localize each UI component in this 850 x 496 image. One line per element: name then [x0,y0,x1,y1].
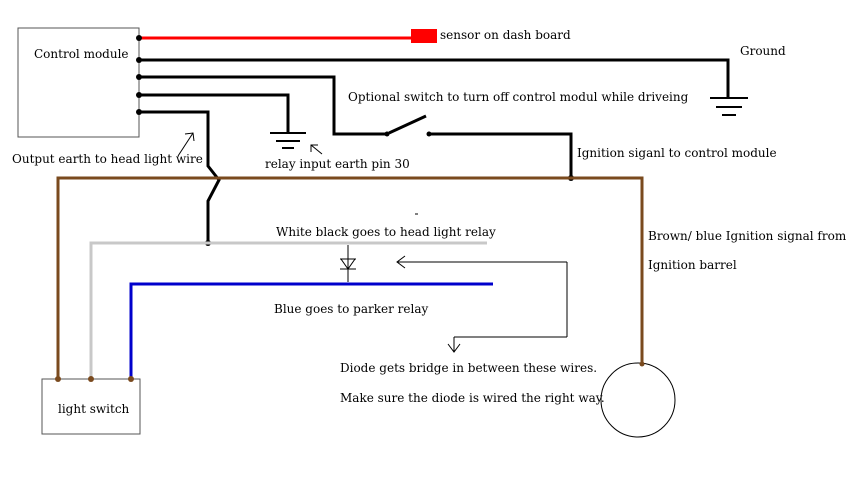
ground-symbol-icon [710,97,748,116]
output-earth-pointer-arrow-icon [177,132,195,157]
output-earth-wire [139,110,221,243]
control-module-label: Control module [34,47,129,61]
terminal-grey [88,376,94,382]
junction-dot [136,109,142,115]
brown-ignition-wire [56,176,644,378]
junction-dot [136,74,142,80]
relay-earth-wire [139,93,290,132]
junction-dot [136,35,142,41]
white-black-label: White black goes to head light relay [276,225,496,239]
ground-label: Ground [740,44,786,58]
relay-input-label: relay input earth pin 30 [265,157,410,171]
brown-blue-label-line2: Ignition barrel [648,258,737,272]
junction-dot [639,361,645,367]
relay-ground-symbol-icon [270,132,306,149]
blue-parker-label: Blue goes to parker relay [274,302,428,316]
diode-note-line2: Make sure the diode is wired the right w… [340,391,605,405]
switch-output-wire [431,132,573,178]
optional-switch-label: Optional switch to turn off control modu… [348,90,689,104]
ignition-barrel [600,362,676,438]
diode-icon [340,245,356,282]
brown-blue-label-line1: Brown/ blue Ignition signal from [648,229,847,243]
optional-switch-wire [139,75,386,136]
switch-contact [426,131,432,137]
white-black-wire [89,241,487,378]
output-earth-label: Output earth to head light wire [12,152,203,166]
ground-wire [139,58,730,97]
control-module-box [17,27,140,138]
ignition-signal-label: Ignition siganl to control module [577,146,777,160]
switch-contact [384,131,390,137]
sensor-block [411,29,437,43]
light-switch-label: light switch [58,402,130,416]
blue-parker-wire [129,282,493,378]
diode-callout-arrow-icon [396,255,568,353]
switch-blade [388,114,427,135]
sensor-label: sensor on dash board [440,28,571,42]
light-switch-box [41,378,141,435]
terminal-brown [55,376,61,382]
terminal-blue [128,376,134,382]
junction-dot [136,57,142,63]
diode-note-line1: Diode gets bridge in between these wires… [340,361,597,375]
junction-dot [136,92,142,98]
relay-pointer-arrow-icon [310,144,323,155]
